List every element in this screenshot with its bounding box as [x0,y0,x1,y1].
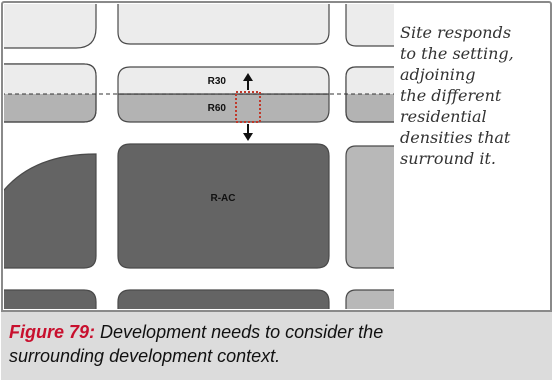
block-site-r60 [117,93,330,123]
arrow-up-icon [243,73,253,90]
zone-label-r60: R60 [208,103,227,114]
annotation-line: to the setting, [400,44,514,63]
caption-line-1: Figure 79: Development needs to consider… [9,320,552,344]
zone-label-rac: R-AC [211,193,236,204]
block-mid-left-upper [4,64,96,94]
annotation-line: Site responds [400,23,512,42]
caption-text-2: surrounding development context. [9,346,281,366]
zone-label-r30: R30 [208,76,227,87]
site-outline [235,91,261,123]
annotation-text: Site responds to the setting, adjoining … [400,22,550,169]
caption-text-1: Development needs to consider the [95,322,384,342]
block-top-center [117,4,330,45]
block-site-r30 [117,66,330,95]
block-rac-center [117,143,330,269]
block-top-right [345,4,394,47]
annotation-line: densities that [400,128,511,147]
annotation-line: residential [400,107,487,126]
block-right-mid [345,145,394,269]
block-bottom-right [345,289,394,309]
annotation-line: the different [400,86,502,105]
block-rac-left [4,153,97,269]
block-top-left [4,4,97,49]
figure-caption: Figure 79: Development needs to consider… [1,310,552,380]
zoning-diagram: R30 R60 R-AC [4,4,394,309]
caption-label: Figure 79: [9,322,96,342]
annotation-line: surround it. [400,149,497,168]
arrow-down-icon [243,124,253,141]
block-bottom-left [4,289,97,309]
annotation-line: adjoining [400,65,476,84]
block-bottom-center [117,289,330,309]
